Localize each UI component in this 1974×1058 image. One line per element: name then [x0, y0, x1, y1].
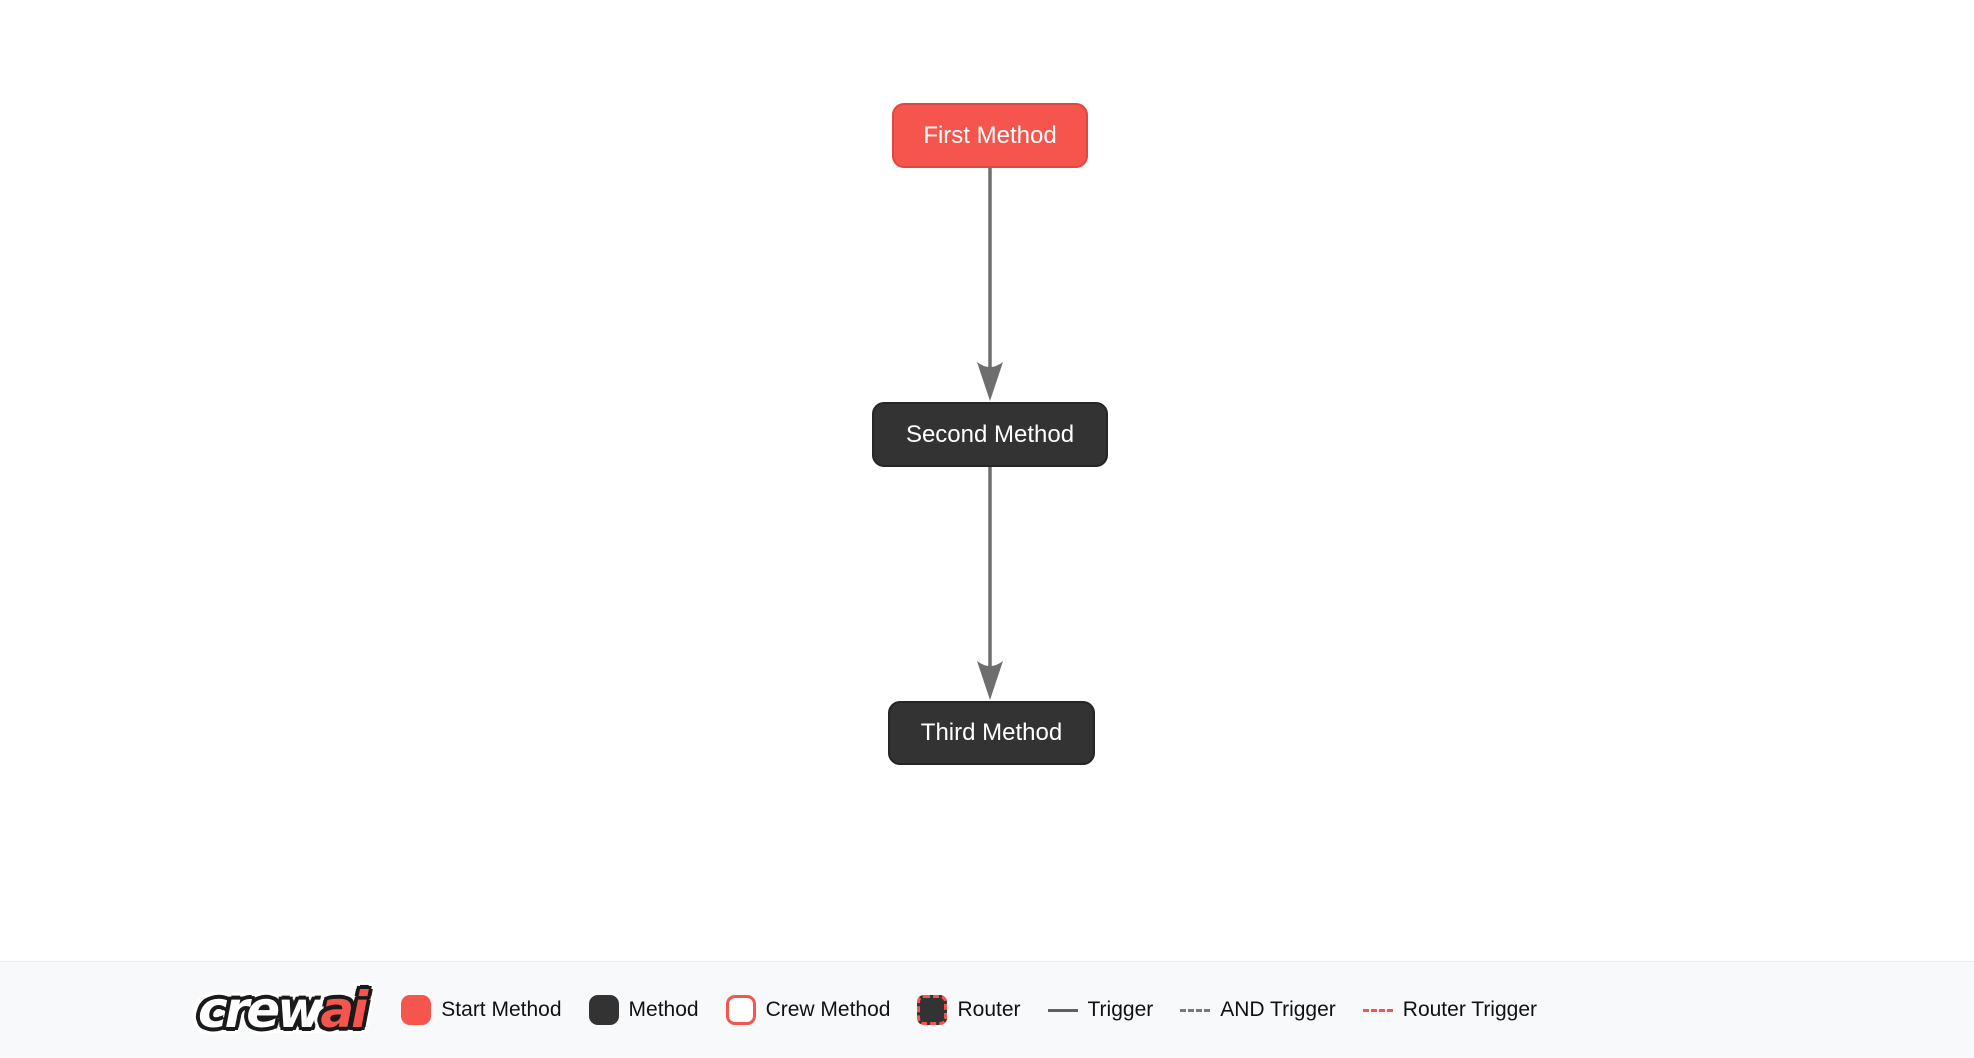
trigger-line-icon	[1047, 1008, 1078, 1012]
method-swatch-icon	[588, 995, 619, 1025]
legend-label: Trigger	[1087, 998, 1154, 1021]
router-swatch-icon	[917, 995, 948, 1025]
crewai-logo: crewai	[198, 985, 368, 1035]
node-first-method[interactable]: First Method	[892, 103, 1088, 168]
start-method-swatch-icon	[401, 995, 432, 1025]
edge-trigger-second-third	[977, 467, 1003, 700]
legend-label: Start Method	[441, 998, 562, 1021]
legend-item-and-trigger: AND Trigger	[1180, 998, 1336, 1022]
node-third-method[interactable]: Third Method	[888, 701, 1095, 765]
legend-label: Router Trigger	[1402, 998, 1538, 1021]
legend-item-start-method: Start Method	[401, 995, 562, 1025]
legend-item-router: Router	[917, 995, 1021, 1025]
crew-method-swatch-icon	[725, 995, 756, 1025]
legend-item-router-trigger: Router Trigger	[1362, 998, 1538, 1022]
logo-text-crew: crew	[198, 981, 323, 1039]
router-trigger-line-icon	[1362, 1008, 1393, 1012]
legend-label: Crew Method	[765, 998, 891, 1021]
node-label: Third Method	[920, 719, 1063, 746]
legend-label: Router	[957, 998, 1021, 1021]
node-second-method[interactable]: Second Method	[872, 402, 1108, 467]
legend-footer: crewai Start Method Method Crew Method R…	[0, 961, 1974, 1058]
legend: Start Method Method Crew Method Router T…	[401, 995, 1537, 1025]
node-label: Second Method	[905, 420, 1075, 448]
and-trigger-line-icon	[1180, 1008, 1211, 1012]
node-label: First Method	[923, 121, 1057, 149]
legend-item-trigger: Trigger	[1047, 998, 1154, 1022]
legend-item-method: Method	[588, 995, 699, 1025]
legend-item-crew-method: Crew Method	[725, 995, 891, 1025]
arrowhead-icon	[977, 661, 1003, 700]
legend-label: Method	[628, 998, 699, 1021]
arrowhead-icon	[977, 362, 1003, 401]
edge-trigger-first-second	[977, 168, 1003, 401]
logo-text-ai: ai	[320, 981, 368, 1039]
legend-label: AND Trigger	[1220, 998, 1336, 1021]
